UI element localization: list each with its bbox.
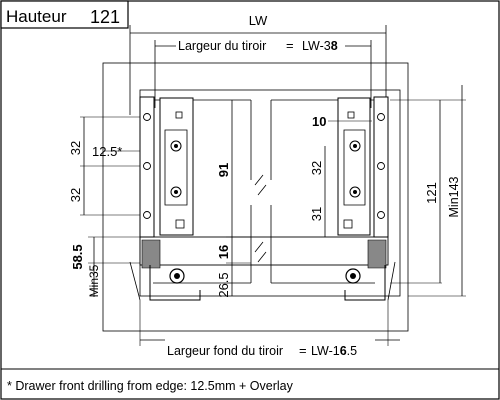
drawer-front-right: [270, 99, 375, 284]
dim-121: 121: [424, 182, 439, 204]
dim-min35: Min35: [87, 264, 101, 297]
dim-32-bottom: 32: [68, 188, 83, 202]
left-adapter-screw-2: [170, 186, 182, 198]
drawer-front-left: [153, 99, 252, 284]
right-runner-bracket: [344, 265, 386, 301]
title-box: [0, 0, 129, 29]
cabinet-outline: [102, 62, 409, 332]
dim-min143: Min143: [447, 176, 461, 217]
break-mark-bottom: [254, 241, 267, 263]
dim-26-5: 26.5: [216, 272, 231, 297]
drawer-width-label: Largeur du tiroir: [178, 39, 266, 53]
break-mark-top: [254, 174, 267, 196]
dim-10: 10: [312, 114, 326, 129]
footnote: * Drawer front drilling from edge: 12.5m…: [7, 379, 294, 393]
left-side-wall: [139, 96, 155, 238]
right-runner-block: [367, 239, 387, 269]
right-adapter-screw-1: [349, 140, 361, 152]
right-hole-1: [377, 113, 385, 121]
left-hole-2: [143, 162, 151, 170]
bottom-width-formula: LW-16.5: [311, 344, 357, 358]
dim-31: 31: [309, 207, 324, 221]
right-hole-3: [377, 211, 385, 219]
left-adapter-screw-1: [170, 140, 182, 152]
left-runner-bracket: [149, 265, 201, 301]
dim-32-right: 32: [309, 161, 324, 175]
right-side-wall: [373, 96, 389, 238]
right-adapter-screw-2: [349, 186, 361, 198]
drawer-width-eq: =: [286, 38, 294, 53]
right-front-adapter: [337, 97, 371, 236]
dim-58-5: 58.5: [70, 244, 85, 269]
right-hole-2: [377, 162, 385, 170]
bottom-width-eq: =: [299, 343, 307, 358]
lw-label: LW: [249, 13, 268, 28]
left-hole-1: [143, 113, 151, 121]
dim-16: 16: [216, 245, 231, 259]
drawer-width-formula: LW-38: [302, 39, 338, 53]
left-hole-3: [143, 211, 151, 219]
dim-32-top: 32: [68, 141, 83, 155]
dim-91: 91: [216, 163, 231, 177]
left-runner-block: [141, 239, 161, 269]
runner-profile: [139, 236, 389, 266]
left-front-adapter: [159, 97, 194, 236]
dim-12-5: 12.5*: [92, 144, 122, 159]
title-prefix: Hauteur: [6, 7, 67, 26]
title-value: 121: [90, 7, 120, 27]
bottom-width-label: Largeur fond du tiroir: [167, 344, 283, 358]
